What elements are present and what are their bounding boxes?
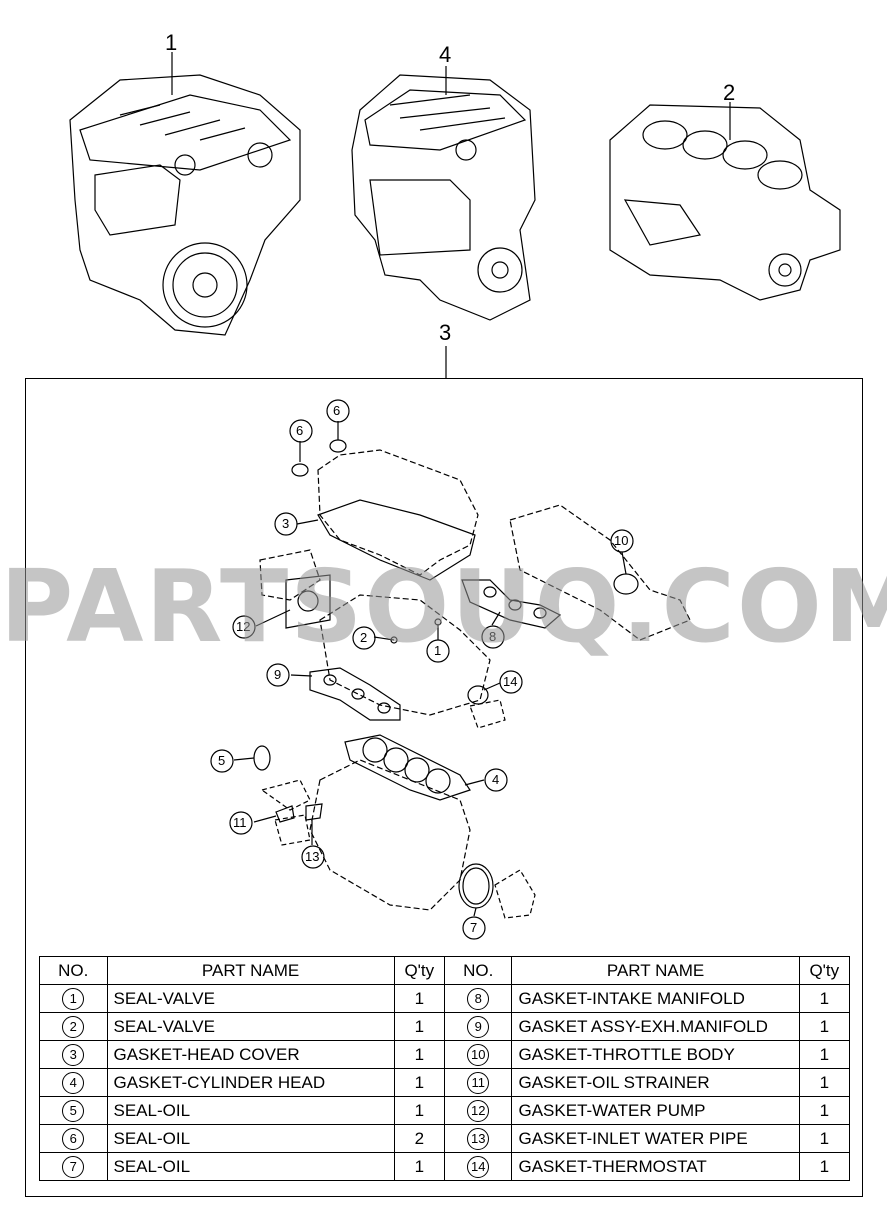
part-name: SEAL-VALVE xyxy=(106,984,395,1013)
callout-4: 4 xyxy=(492,772,500,787)
header-qty-2: Q'ty xyxy=(798,956,851,985)
callout-engine-1: 1 xyxy=(165,30,178,55)
part-number: 11 xyxy=(467,1071,490,1094)
part-number: 5 xyxy=(62,1099,85,1122)
callout-11: 11 xyxy=(233,815,247,830)
part-name: GASKET-OIL STRAINER xyxy=(511,1068,800,1097)
header-part-name-2: PART NAME xyxy=(511,956,800,985)
callout-6b: 6 xyxy=(333,403,341,418)
part-name: GASKET-WATER PUMP xyxy=(511,1096,800,1125)
callout-1: 1 xyxy=(434,643,442,658)
part-name: GASKET ASSY-EXH.MANIFOLD xyxy=(511,1012,800,1041)
part-qty: 1 xyxy=(798,1040,851,1069)
part-qty: 1 xyxy=(798,984,851,1013)
part-name: SEAL-OIL xyxy=(106,1152,395,1181)
part-qty: 1 xyxy=(393,1152,445,1181)
header-part-name: PART NAME xyxy=(106,956,395,985)
table-row: 5 SEAL-OIL 1 12 GASKET-WATER PUMP 1 xyxy=(39,1096,851,1125)
callout-8: 8 xyxy=(489,629,497,644)
part-name: GASKET-HEAD COVER xyxy=(106,1040,395,1069)
table-row: 4 GASKET-CYLINDER HEAD 1 11 GASKET-OIL S… xyxy=(39,1068,851,1097)
table-header-row: NO. PART NAME Q'ty NO. PART NAME Q'ty xyxy=(39,956,851,985)
part-qty: 2 xyxy=(393,1124,445,1153)
part-qty: 1 xyxy=(798,1012,851,1041)
part-number: 6 xyxy=(62,1127,85,1150)
parts-table: NO. PART NAME Q'ty NO. PART NAME Q'ty 1 … xyxy=(39,956,851,1181)
part-number: 13 xyxy=(467,1127,490,1150)
part-qty: 1 xyxy=(798,1152,851,1181)
part-qty: 1 xyxy=(798,1096,851,1125)
callout-circles xyxy=(210,399,634,940)
callout-13: 13 xyxy=(305,849,320,864)
callout-engine-4: 4 xyxy=(439,42,452,67)
part-qty: 1 xyxy=(798,1068,851,1097)
callout-10: 10 xyxy=(614,533,629,548)
part-number: 14 xyxy=(467,1155,490,1178)
part-qty: 1 xyxy=(798,1124,851,1153)
part-name: GASKET-THROTTLE BODY xyxy=(511,1040,800,1069)
callout-7: 7 xyxy=(470,920,478,935)
header-qty: Q'ty xyxy=(393,956,445,985)
callout-14: 14 xyxy=(503,674,518,689)
parts-table-body: 1 SEAL-VALVE 1 8 GASKET-INTAKE MANIFOLD … xyxy=(39,984,851,1181)
part-qty: 1 xyxy=(393,1096,445,1125)
part-number: 1 xyxy=(62,987,85,1010)
part-name: SEAL-VALVE xyxy=(106,1012,395,1041)
table-row: 7 SEAL-OIL 1 14 GASKET-THERMOSTAT 1 xyxy=(39,1152,851,1181)
part-name: GASKET-INTAKE MANIFOLD xyxy=(511,984,800,1013)
part-qty: 1 xyxy=(393,1040,445,1069)
part-number: 9 xyxy=(467,1015,490,1038)
callout-9: 9 xyxy=(274,667,282,682)
table-row: 6 SEAL-OIL 2 13 GASKET-INLET WATER PIPE … xyxy=(39,1124,851,1153)
header-no-2: NO. xyxy=(443,956,513,985)
part-number: 12 xyxy=(467,1099,490,1122)
table-row: 2 SEAL-VALVE 1 9 GASKET ASSY-EXH.MANIFOL… xyxy=(39,1012,851,1041)
part-number: 8 xyxy=(467,987,490,1010)
part-number: 4 xyxy=(62,1071,85,1094)
part-name: SEAL-OIL xyxy=(106,1124,395,1153)
callout-gasket-kit-3: 3 xyxy=(439,320,452,345)
callout-12: 12 xyxy=(236,619,251,634)
part-qty: 1 xyxy=(393,1012,445,1041)
gasket-kit-detail xyxy=(233,421,691,919)
gasket-kit-frame xyxy=(25,378,863,1197)
part-number: 2 xyxy=(62,1015,85,1038)
callout-engine-2: 2 xyxy=(723,80,736,105)
engine-assembly-4 xyxy=(351,66,536,321)
part-name: GASKET-CYLINDER HEAD xyxy=(106,1068,395,1097)
part-number: 7 xyxy=(62,1155,85,1178)
part-qty: 1 xyxy=(393,984,445,1013)
callout-2: 2 xyxy=(360,630,368,645)
part-qty: 1 xyxy=(393,1068,445,1097)
callout-3: 3 xyxy=(282,516,290,531)
part-number: 3 xyxy=(62,1043,85,1066)
part-name: SEAL-OIL xyxy=(106,1096,395,1125)
callout-5: 5 xyxy=(218,753,226,768)
part-name: GASKET-INLET WATER PIPE xyxy=(511,1124,800,1153)
callout-6a: 6 xyxy=(296,423,304,438)
part-name: GASKET-THERMOSTAT xyxy=(511,1152,800,1181)
engine-assembly-1 xyxy=(69,52,301,336)
table-row: 3 GASKET-HEAD COVER 1 10 GASKET-THROTTLE… xyxy=(39,1040,851,1069)
part-number: 10 xyxy=(467,1043,490,1066)
engine-assembly-2 xyxy=(609,102,841,301)
table-row: 1 SEAL-VALVE 1 8 GASKET-INTAKE MANIFOLD … xyxy=(39,984,851,1013)
header-no: NO. xyxy=(39,956,108,985)
